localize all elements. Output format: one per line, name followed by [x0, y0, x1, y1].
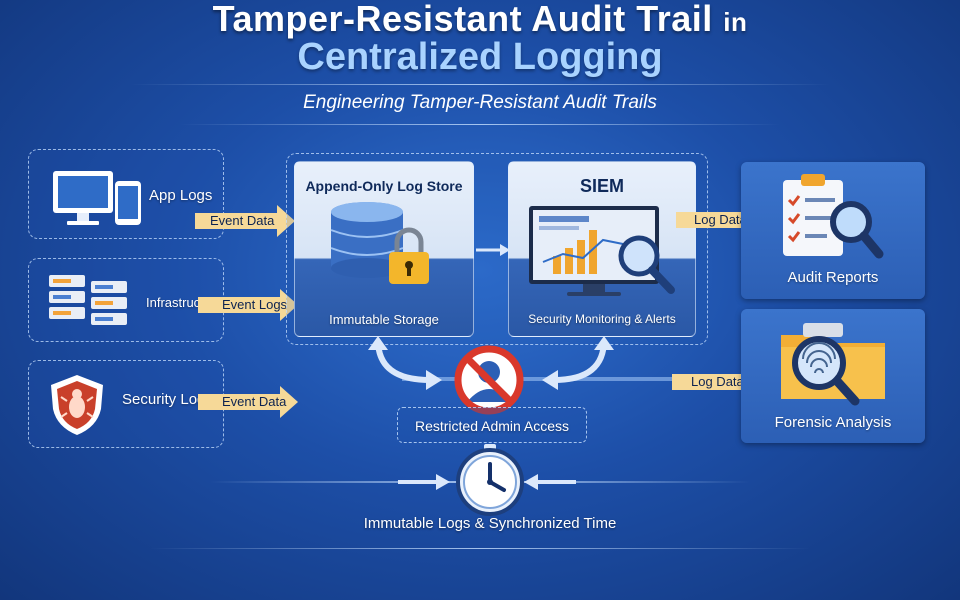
source-label-security-logs: Security Logs — [122, 391, 213, 408]
folder-fingerprint-icon — [781, 323, 885, 406]
title-divider — [130, 84, 830, 85]
source-box-infrastructure: Infrastructure — [28, 258, 224, 342]
arrow-event-logs — [198, 289, 298, 321]
clock-icon — [456, 444, 524, 516]
monitor-chart-magnifier-icon — [529, 206, 675, 296]
curved-arrow-store-to-admin — [368, 336, 442, 390]
page-title-line2: Centralized Logging — [297, 36, 663, 78]
database-lock-icon — [330, 202, 429, 284]
time-caption: Immutable Logs & Synchronized Time — [363, 515, 617, 532]
flow-label-event-data-2: Event Data — [222, 394, 287, 409]
store-caption: Immutable Storage — [329, 312, 439, 327]
source-box-app-logs: App Logs — [28, 149, 224, 239]
arrow-event-data-1 — [195, 205, 295, 237]
output-label-forensic-analysis: Forensic Analysis — [774, 414, 892, 431]
admin-access-label: Restricted Admin Access — [414, 418, 570, 434]
admin-access-box: Restricted Admin Access — [397, 407, 587, 443]
computer-phone-icon — [53, 171, 141, 225]
arrow-event-data-2 — [198, 386, 298, 418]
subtitle-divider — [180, 124, 780, 125]
arrow-to-clock-right — [524, 474, 576, 490]
arrow-to-clock-left — [398, 474, 450, 490]
siem-title: SIEM — [579, 176, 624, 196]
clipboard-magnifier-icon — [783, 174, 884, 259]
no-admin-icon — [454, 345, 524, 415]
siem-caption: Security Monitoring & Alerts — [528, 312, 676, 326]
siem-panel: SIEM Security Monitoring & Alerts — [508, 161, 696, 337]
flow-label-event-logs: Event Logs — [222, 297, 288, 312]
store-title: Append-Only Log Store — [305, 178, 463, 194]
page-subtitle: Engineering Tamper-Resistant Audit Trail… — [303, 92, 657, 113]
arrow-store-to-siem — [476, 244, 510, 256]
flow-label-log-data-2: Log Data — [691, 374, 744, 389]
output-card-audit-reports: Audit Reports — [741, 162, 925, 299]
output-label-audit-reports: Audit Reports — [787, 269, 879, 286]
title-main: Tamper-Resistant Audit Trail — [212, 0, 713, 39]
curved-arrow-siem-to-admin — [542, 336, 614, 390]
shield-bug-icon — [51, 375, 103, 435]
source-box-security-logs: Security Logs — [28, 360, 224, 448]
source-label-app-logs: App Logs — [149, 187, 213, 204]
append-only-store-panel: Append-Only Log Store Immutable Storage — [294, 161, 474, 337]
output-card-forensic-analysis: Forensic Analysis — [741, 309, 925, 443]
flow-label-log-data-1: Log Data — [694, 212, 747, 227]
title-in: in — [723, 7, 748, 37]
flow-label-event-data-1: Event Data — [210, 213, 275, 228]
bottom-divider — [150, 548, 810, 549]
server-rack-icon — [49, 275, 127, 325]
page-title: Tamper-Resistant Audit Trail in — [0, 0, 960, 40]
